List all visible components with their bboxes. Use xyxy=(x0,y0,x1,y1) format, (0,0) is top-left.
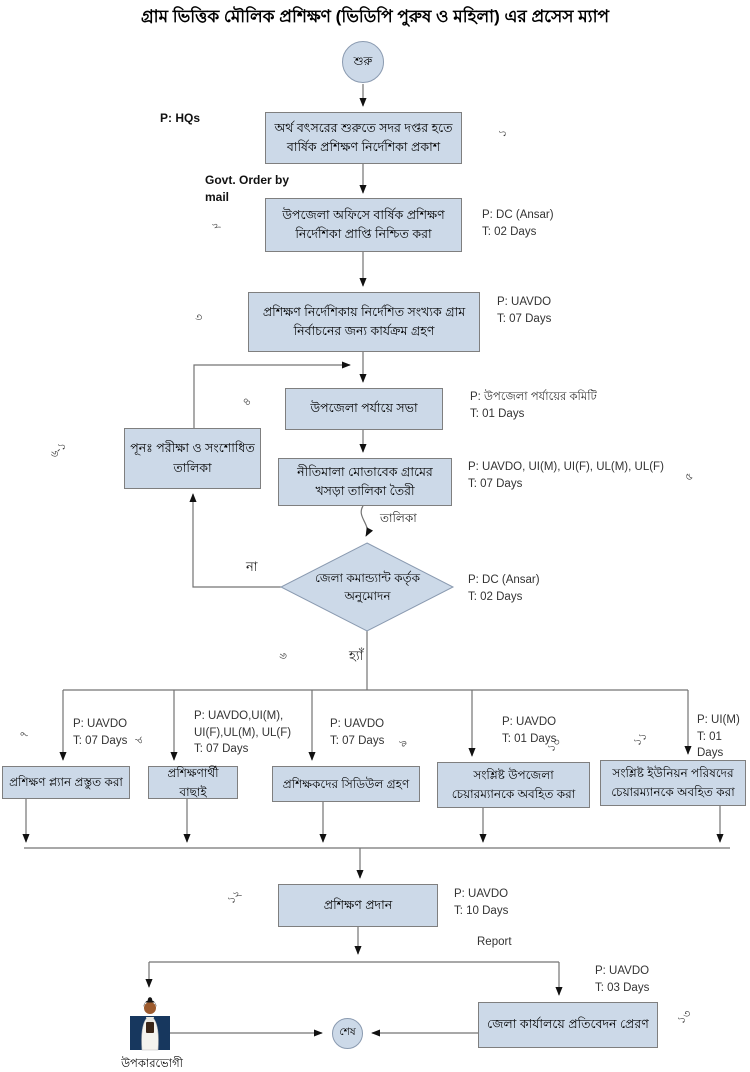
step-7-box: প্রশিক্ষণ প্ল্যান প্রস্তুত করা xyxy=(2,766,130,799)
decision-diamond xyxy=(279,542,455,632)
annotation-s2-p: P: DC (Ansar) xyxy=(482,209,554,221)
annotation-s9-t: T: 07 Days xyxy=(330,734,385,747)
annotation-decision: P: DC (Ansar) T: 02 Days xyxy=(468,572,540,605)
step-2-box: উপজেলা অফিসে বার্ষিক প্রশিক্ষণ নির্দেশিক… xyxy=(265,198,462,252)
annotation-s2-t: T: 02 Days xyxy=(482,225,537,238)
annotation-s5-p: P: UAVDO, UI(M), UI(F), UL(M), UL(F) xyxy=(468,461,664,473)
edge-decision-no xyxy=(189,493,281,588)
annotation-s9-p: P: UAVDO xyxy=(330,718,385,730)
annotation-s11: P: UI(M) T: 01 Days xyxy=(697,712,750,762)
step-3-box: প্রশিক্ষণ নির্দেশিকায় নির্দেশিত সংখ্যক … xyxy=(248,292,480,352)
annotation-s3-t: T: 07 Days xyxy=(497,312,552,325)
step-5-box: নীতিমালা মোতাবেক গ্রামের খসড়া তালিকা তৈ… xyxy=(278,458,452,506)
annotation-s10: P: UAVDO T: 01 Days xyxy=(502,714,556,747)
annotation-s1-p: P: HQs xyxy=(160,111,201,125)
annotation-decision-t: T: 02 Days xyxy=(468,590,523,603)
edge-s5-decision xyxy=(360,505,374,537)
edge-label-govt-order: Govt. Order by mail xyxy=(205,173,290,205)
annotation-s9: P: UAVDO T: 07 Days xyxy=(330,716,384,749)
annotation-s11-t: T: 01 Days xyxy=(697,730,724,760)
annotation-s8: P: UAVDO,UI(M), UI(F),UL(M), UL(F) T: 07… xyxy=(194,708,298,758)
annotation-s12-t: T: 10 Days xyxy=(454,904,509,917)
annotation-s8-p: P: UAVDO,UI(M), UI(F),UL(M), UL(F) xyxy=(194,710,292,739)
step-9-box: প্রশিক্ষকদের সিডিউল গ্রহণ xyxy=(272,766,420,802)
annotation-s4: P: উপজেলা পর্যায়ের কমিটি T: 01 Days xyxy=(470,389,597,422)
annotation-s7-t: T: 07 Days xyxy=(73,734,128,747)
edge-label-yes: হ্যাঁ xyxy=(349,648,364,663)
step-11-box: সংশ্লিষ্ট ইউনিয়ন পরিষদের চেয়ারম্যানকে … xyxy=(600,760,746,806)
annotation-s8-t: T: 07 Days xyxy=(194,743,249,756)
annotation-s4-p: P: উপজেলা পর্যায়ের কমিটি xyxy=(470,391,597,403)
annotation-s7-p: P: UAVDO xyxy=(73,718,128,730)
step-1-box: অর্থ বৎসরের শুরুতে সদর দপ্তর হতে বার্ষিক… xyxy=(265,112,462,164)
step-13-text: জেলা কার্যালয়ে প্রতিবেদন প্রেরণ xyxy=(487,1017,649,1032)
annotation-s13-t: T: 03 Days xyxy=(595,981,650,994)
annotation-s10-p: P: UAVDO xyxy=(502,716,557,728)
end-label: শেষ xyxy=(339,1026,356,1038)
step-1-text: অর্থ বৎসরের শুরুতে সদর দপ্তর হতে বার্ষিক… xyxy=(274,120,453,154)
step-4-box: উপজেলা পর্যায়ে সভা xyxy=(285,388,443,430)
page-title: গ্রাম ভিত্তিক মৌলিক প্রশিক্ষণ (ভিডিপি পু… xyxy=(140,7,610,26)
start-terminator: শুরু xyxy=(342,41,384,83)
annotation-s13: P: UAVDO T: 03 Days xyxy=(595,963,649,996)
beneficiary-label: উপকারভোগী xyxy=(121,1058,183,1070)
step-4-text: উপজেলা পর্যায়ে সভা xyxy=(310,401,418,416)
decision-text: জেলা কমান্ড্যান্ট কর্তৃক অনুমোদন xyxy=(305,551,430,623)
beneficiary-icon xyxy=(129,995,171,1058)
annotation-s10-t: T: 01 Days xyxy=(502,732,557,745)
step-8-text: প্রশিক্ষণার্থী বাছাই xyxy=(167,765,219,799)
step-10-box: সংশ্লিষ্ট উপজেলা চেয়ারম্যানকে অবহিত করা xyxy=(437,762,590,808)
annotation-s11-p: P: UI(M) xyxy=(697,714,740,726)
step-5-text: নীতিমালা মোতাবেক গ্রামের খসড়া তালিকা তৈ… xyxy=(297,464,433,498)
step-12-box: প্রশিক্ষণ প্রদান xyxy=(278,884,438,927)
annotation-s13-p: P: UAVDO xyxy=(595,965,650,977)
edge-label-talika: তালিকা xyxy=(380,511,417,525)
step-2-text: উপজেলা অফিসে বার্ষিক প্রশিক্ষণ নির্দেশিক… xyxy=(282,207,445,241)
step-3-text: প্রশিক্ষণ নির্দেশিকায় নির্দেশিত সংখ্যক … xyxy=(262,304,466,338)
start-label: শুরু xyxy=(353,55,373,68)
annotation-decision-p: P: DC (Ansar) xyxy=(468,574,540,586)
end-terminator: শেষ xyxy=(332,1018,363,1049)
edge-label-report: Report xyxy=(477,936,512,948)
annotation-s7: P: UAVDO T: 07 Days xyxy=(73,716,127,749)
annotation-s4-t: T: 01 Days xyxy=(470,407,525,420)
edge-label-no: না xyxy=(246,559,258,574)
step-12-text: প্রশিক্ষণ প্রদান xyxy=(323,897,393,912)
edge-revision-rejoin xyxy=(193,361,351,428)
revision-box: পূনঃ পরীক্ষা ও সংশোধিত তালিকা xyxy=(124,428,261,489)
step-13-box: জেলা কার্যালয়ে প্রতিবেদন প্রেরণ xyxy=(478,1002,658,1048)
annotation-s5: P: UAVDO, UI(M), UI(F), UL(M), UL(F) T: … xyxy=(468,459,664,492)
step-10-text: সংশ্লিষ্ট উপজেলা চেয়ারম্যানকে অবহিত করা xyxy=(451,768,576,801)
step-11-text: সংশ্লিষ্ট ইউনিয়ন পরিষদের চেয়ারম্যানকে … xyxy=(611,766,735,799)
annotation-s12-p: P: UAVDO xyxy=(454,888,509,900)
revision-text: পূনঃ পরীক্ষা ও সংশোধিত তালিকা xyxy=(130,441,255,475)
annotation-s3-p: P: UAVDO xyxy=(497,296,552,308)
annotation-s5-t: T: 07 Days xyxy=(468,477,523,490)
step-7-text: প্রশিক্ষণ প্ল্যান প্রস্তুত করা xyxy=(9,775,123,790)
annotation-s2: P: DC (Ansar) T: 02 Days xyxy=(482,207,554,240)
step-8-box: প্রশিক্ষণার্থী বাছাই xyxy=(148,766,238,799)
step-9-text: প্রশিক্ষকদের সিডিউল গ্রহণ xyxy=(282,776,410,791)
annotation-s1: P: HQs xyxy=(160,110,200,127)
decision-label: জেলা কমান্ড্যান্ট কর্তৃক অনুমোদন xyxy=(314,571,420,603)
annotation-s12: P: UAVDO T: 10 Days xyxy=(454,886,508,919)
annotation-s3: P: UAVDO T: 07 Days xyxy=(497,294,551,327)
